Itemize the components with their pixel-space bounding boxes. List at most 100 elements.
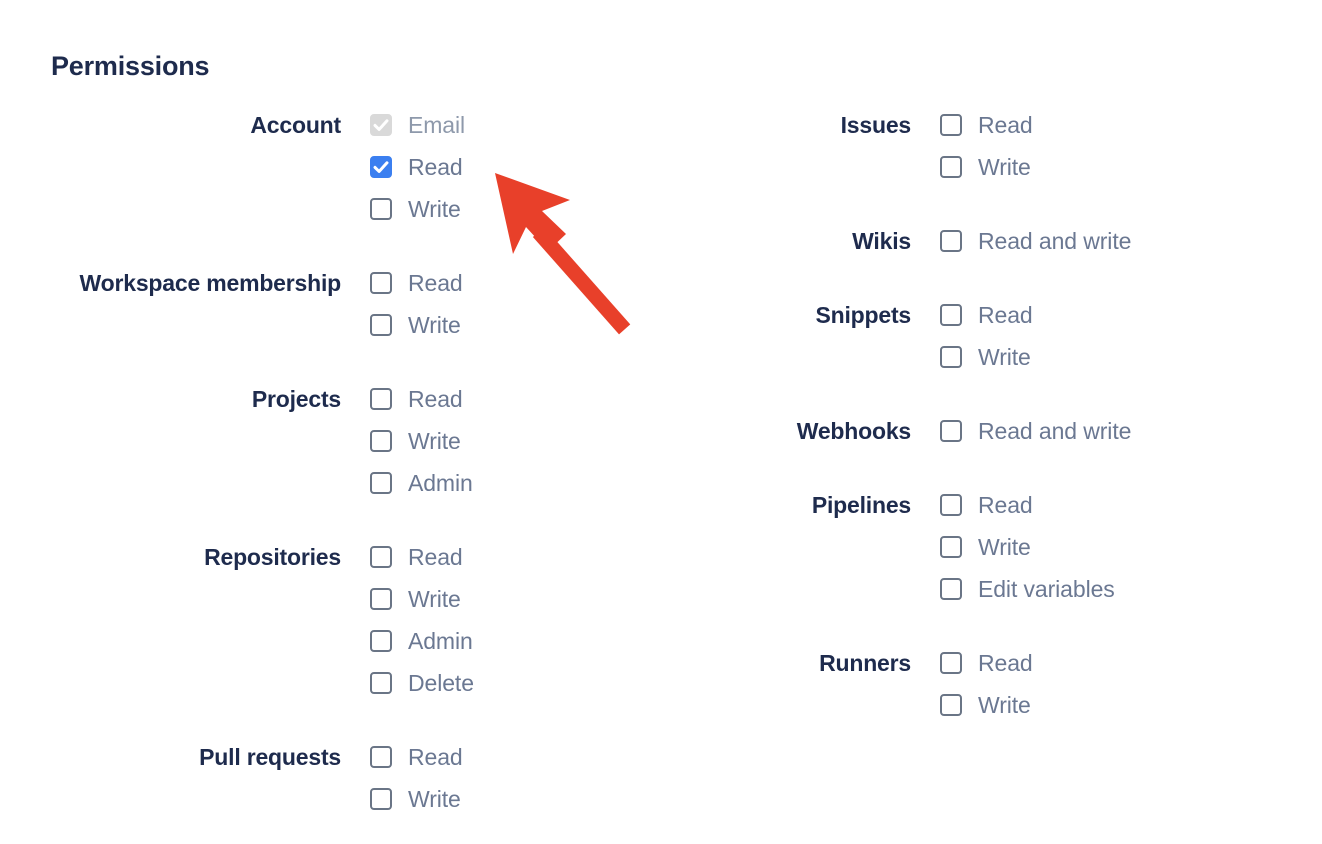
group-label-workspace-membership: Workspace membership bbox=[79, 270, 342, 296]
checkbox-projects-admin[interactable] bbox=[370, 472, 392, 494]
checkbox-label-account-email[interactable]: Email bbox=[408, 112, 466, 138]
checkbox-label-runners-read[interactable]: Read bbox=[978, 650, 1033, 676]
checkbox-pipelines-edit-variables[interactable] bbox=[940, 578, 962, 600]
option-list-webhooks: Read and write bbox=[940, 410, 1320, 452]
option-row-account-write[interactable]: Write bbox=[370, 188, 660, 230]
option-row-issues-write[interactable]: Write bbox=[940, 146, 1320, 188]
option-row-snippets-read[interactable]: Read bbox=[940, 294, 1320, 336]
option-row-account-read[interactable]: Read bbox=[370, 146, 660, 188]
option-row-snippets-write[interactable]: Write bbox=[940, 336, 1320, 378]
checkbox-label-workspace-membership-read[interactable]: Read bbox=[408, 270, 463, 296]
option-row-pull-requests-read[interactable]: Read bbox=[370, 736, 660, 778]
checkbox-label-projects-write[interactable]: Write bbox=[408, 428, 461, 454]
checkbox-label-webhooks-read-and-write[interactable]: Read and write bbox=[978, 418, 1132, 444]
option-row-repositories-read[interactable]: Read bbox=[370, 536, 660, 578]
option-list-wikis: Read and write bbox=[940, 220, 1320, 262]
checkbox-label-workspace-membership-write[interactable]: Write bbox=[408, 312, 461, 338]
checkbox-workspace-membership-write[interactable] bbox=[370, 314, 392, 336]
checkbox-label-pull-requests-read[interactable]: Read bbox=[408, 744, 463, 770]
option-row-runners-read[interactable]: Read bbox=[940, 642, 1320, 684]
option-row-webhooks-read-and-write[interactable]: Read and write bbox=[940, 410, 1320, 452]
checkbox-label-repositories-delete[interactable]: Delete bbox=[408, 670, 474, 696]
checkbox-issues-write[interactable] bbox=[940, 156, 962, 178]
checkbox-label-issues-read[interactable]: Read bbox=[978, 112, 1033, 138]
checkbox-runners-write[interactable] bbox=[940, 694, 962, 716]
checkbox-label-issues-write[interactable]: Write bbox=[978, 154, 1031, 180]
group-label-runners: Runners bbox=[819, 650, 911, 676]
option-row-runners-write[interactable]: Write bbox=[940, 684, 1320, 726]
checkbox-repositories-read[interactable] bbox=[370, 546, 392, 568]
checkbox-account-write[interactable] bbox=[370, 198, 392, 220]
option-row-repositories-write[interactable]: Write bbox=[370, 578, 660, 620]
option-row-projects-write[interactable]: Write bbox=[370, 420, 660, 462]
checkbox-label-pipelines-edit-variables[interactable]: Edit variables bbox=[978, 576, 1115, 602]
checkbox-label-repositories-read[interactable]: Read bbox=[408, 544, 463, 570]
checkbox-label-snippets-write[interactable]: Write bbox=[978, 344, 1031, 370]
checkbox-projects-read[interactable] bbox=[370, 388, 392, 410]
checkbox-label-projects-read[interactable]: Read bbox=[408, 386, 463, 412]
option-row-repositories-admin[interactable]: Admin bbox=[370, 620, 660, 662]
option-row-account-email[interactable]: Email bbox=[370, 104, 660, 146]
group-label-repositories: Repositories bbox=[204, 544, 341, 570]
checkbox-snippets-write[interactable] bbox=[940, 346, 962, 368]
option-row-pipelines-edit-variables[interactable]: Edit variables bbox=[940, 568, 1320, 610]
option-row-pipelines-write[interactable]: Write bbox=[940, 526, 1320, 568]
checkbox-webhooks-read-and-write[interactable] bbox=[940, 420, 962, 442]
group-label-issues: Issues bbox=[840, 112, 912, 138]
checkbox-label-pipelines-write[interactable]: Write bbox=[978, 534, 1031, 560]
checkbox-label-projects-admin[interactable]: Admin bbox=[408, 470, 473, 496]
group-label-pull-requests: Pull requests bbox=[199, 744, 341, 770]
checkbox-pull-requests-read[interactable] bbox=[370, 746, 392, 768]
checkbox-label-pipelines-read[interactable]: Read bbox=[978, 492, 1033, 518]
checkbox-workspace-membership-read[interactable] bbox=[370, 272, 392, 294]
checkbox-issues-read[interactable] bbox=[940, 114, 962, 136]
checkbox-label-pull-requests-write[interactable]: Write bbox=[408, 786, 461, 812]
checkbox-account-read[interactable] bbox=[370, 156, 392, 178]
checkbox-label-repositories-admin[interactable]: Admin bbox=[408, 628, 473, 654]
checkbox-repositories-admin[interactable] bbox=[370, 630, 392, 652]
option-row-pipelines-read[interactable]: Read bbox=[940, 484, 1320, 526]
checkbox-runners-read[interactable] bbox=[940, 652, 962, 674]
option-row-wikis-read-and-write[interactable]: Read and write bbox=[940, 220, 1320, 262]
option-row-issues-read[interactable]: Read bbox=[940, 104, 1320, 146]
checkbox-projects-write[interactable] bbox=[370, 430, 392, 452]
group-label-account: Account bbox=[250, 112, 341, 138]
checkbox-snippets-read[interactable] bbox=[940, 304, 962, 326]
permission-group-webhooks: Webhooks Read and write bbox=[660, 410, 1320, 452]
option-row-projects-admin[interactable]: Admin bbox=[370, 462, 660, 504]
checkbox-pipelines-write[interactable] bbox=[940, 536, 962, 558]
group-label-snippets: Snippets bbox=[815, 302, 911, 328]
checkbox-label-account-read[interactable]: Read bbox=[408, 154, 463, 180]
option-row-workspace-membership-write[interactable]: Write bbox=[370, 304, 660, 346]
page-title: Permissions bbox=[51, 51, 210, 81]
checkbox-label-wikis-read-and-write[interactable]: Read and write bbox=[978, 228, 1132, 254]
checkbox-label-snippets-read[interactable]: Read bbox=[978, 302, 1033, 328]
option-row-pull-requests-write[interactable]: Write bbox=[370, 778, 660, 820]
option-row-workspace-membership-read[interactable]: Read bbox=[370, 262, 660, 304]
checkbox-pull-requests-write[interactable] bbox=[370, 788, 392, 810]
checkbox-label-runners-write[interactable]: Write bbox=[978, 692, 1031, 718]
checkbox-pipelines-read[interactable] bbox=[940, 494, 962, 516]
checkbox-label-account-write[interactable]: Write bbox=[408, 196, 461, 222]
checkbox-wikis-read-and-write[interactable] bbox=[940, 230, 962, 252]
checkbox-repositories-write[interactable] bbox=[370, 588, 392, 610]
checkbox-label-repositories-write[interactable]: Write bbox=[408, 586, 461, 612]
option-row-repositories-delete[interactable]: Delete bbox=[370, 662, 660, 704]
checkbox-repositories-delete[interactable] bbox=[370, 672, 392, 694]
group-label-webhooks: Webhooks bbox=[796, 418, 911, 444]
option-row-projects-read[interactable]: Read bbox=[370, 378, 660, 420]
